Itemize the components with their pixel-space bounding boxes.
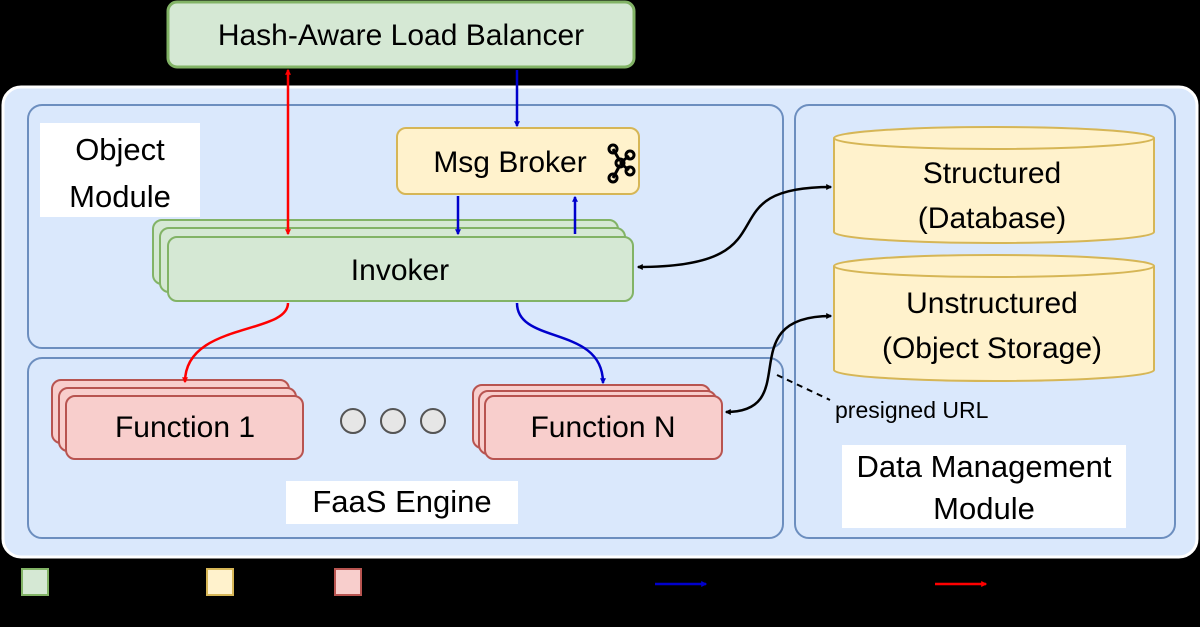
- legend-green-swatch: [21, 568, 49, 596]
- object-module-label-bg: [40, 123, 200, 217]
- invoker-label: Invoker: [351, 254, 449, 287]
- invoker-database-black-arrow: [636, 184, 833, 270]
- structured-label-line1: Structured: [923, 157, 1061, 190]
- function-n-box: [484, 395, 723, 460]
- functionn-storage-black-arrow: [724, 313, 833, 415]
- structured-database-cylinder: [833, 126, 1155, 244]
- function-1-box: [65, 395, 304, 460]
- invoker-box: [167, 236, 634, 302]
- msg-broker-label: Msg Broker: [433, 146, 586, 179]
- msg-broker-box: [396, 127, 640, 195]
- function-n-label: Function N: [530, 411, 675, 444]
- unstructured-label-line1: Unstructured: [906, 287, 1078, 320]
- legend-yellow-swatch: [206, 568, 234, 596]
- function-1-label: Function 1: [115, 411, 255, 444]
- invoker-function1-red-arrow: [182, 302, 290, 384]
- faas-engine-label-bg: [286, 481, 518, 524]
- invoker-functionn-blue-arrow: [515, 302, 606, 385]
- data-management-label-line2: Module: [933, 491, 1035, 526]
- unstructured-storage-cylinder: [833, 254, 1155, 382]
- object-module-label-line2: Module: [69, 179, 171, 214]
- legend-red-swatch: [334, 568, 362, 596]
- unstructured-label-line2: (Object Storage): [882, 332, 1102, 365]
- load-balancer-box: [166, 0, 636, 69]
- load-balancer-label: Hash-Aware Load Balancer: [218, 19, 584, 52]
- object-module-label-line1: Object: [75, 132, 165, 167]
- structured-label-line2: (Database): [918, 202, 1066, 235]
- presigned-url-leader: [776, 374, 831, 401]
- faas-engine-label: FaaS Engine: [312, 484, 491, 519]
- kafka-icon: [607, 143, 636, 184]
- presigned-url-label: presigned URL: [835, 397, 989, 423]
- three-circles-icon: [340, 408, 446, 434]
- data-management-label-line1: Data Management: [856, 449, 1111, 484]
- data-management-label-bg: [842, 445, 1126, 528]
